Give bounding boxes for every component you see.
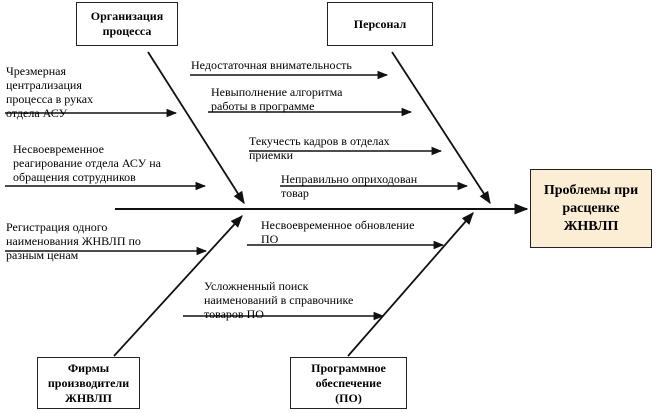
category-label-personnel: Персонал xyxy=(353,16,407,31)
bone-software xyxy=(347,212,474,357)
category-box-personnel: Персонал xyxy=(327,2,433,46)
cause-label-attention: Недостаточная внимательность xyxy=(191,58,352,72)
cause-label-wrong-posting: Неправильно оприходован товар xyxy=(281,172,418,200)
category-box-manufacturers: Фирмы производители ЖНВЛП xyxy=(37,357,140,409)
category-label-manufacturers: Фирмы производители ЖНВЛП xyxy=(47,360,130,405)
category-box-software: Программное обеспечение (ПО) xyxy=(290,357,407,409)
cause-label-late-response: Несвоевременное реагирование отдела АСУ … xyxy=(13,142,161,184)
cause-label-late-update: Несвоевременное обновление ПО xyxy=(261,218,415,246)
bone-organization xyxy=(147,51,245,205)
category-label-software: Программное обеспечение (ПО) xyxy=(311,360,386,405)
bone-personnel xyxy=(391,51,491,205)
bone-manufacturers xyxy=(113,215,243,357)
cause-label-algorithm: Невыполнение алгоритма работы в программ… xyxy=(211,85,343,113)
cause-label-search: Усложненный поиск наименований в справоч… xyxy=(204,279,354,321)
cause-label-registration: Регистрация одного наименования ЖНВЛП по… xyxy=(6,220,141,262)
cause-label-centralization: Чрезмерная централизация процесса в рука… xyxy=(6,64,94,120)
category-label-organization: Организация процесса xyxy=(90,9,164,38)
category-box-organization: Организация процесса xyxy=(76,2,178,46)
result-box: Проблемы при расценке ЖНВЛП xyxy=(530,169,652,248)
cause-label-turnover: Текучесть кадров в отделах приемки xyxy=(249,134,390,162)
result-label: Проблемы при расценке ЖНВЛП xyxy=(543,182,639,234)
